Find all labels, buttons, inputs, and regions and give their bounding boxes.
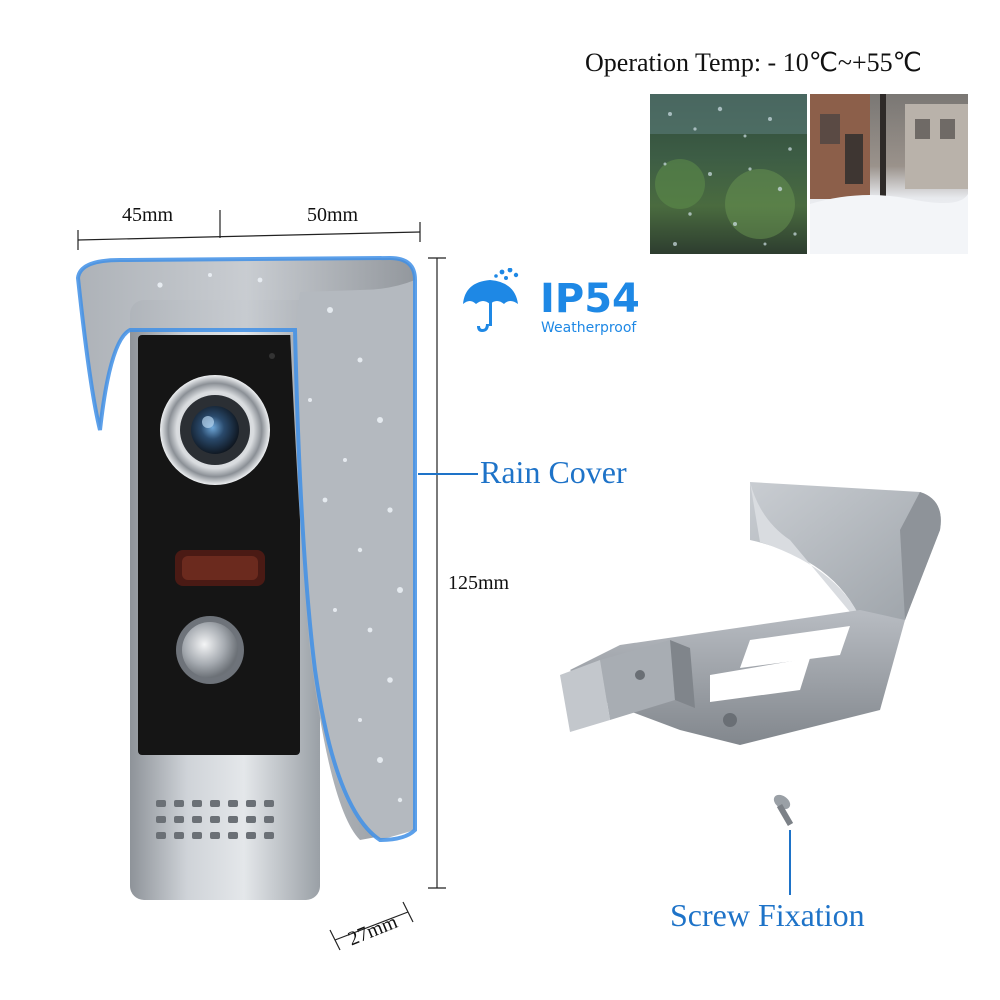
width-right-label: 50mm (307, 204, 359, 226)
doorbell-unit (75, 255, 417, 900)
screw-icon (773, 794, 794, 827)
operation-temp-label: Operation Temp: - 10℃~+55℃ (585, 48, 922, 77)
ip-rating-subtitle: Weatherproof (541, 320, 637, 336)
height-label: 125mm (448, 572, 510, 594)
rain-cover-label: Rain Cover (480, 454, 627, 490)
rain-cover-part (560, 482, 941, 745)
rain-photo (650, 94, 807, 254)
snow-photo (810, 94, 968, 254)
width-left-label: 45mm (122, 204, 174, 226)
ip-rating-title: IP54 (540, 276, 640, 322)
screw-fixation-label: Screw Fixation (670, 897, 865, 933)
umbrella-rain-icon (463, 268, 519, 332)
